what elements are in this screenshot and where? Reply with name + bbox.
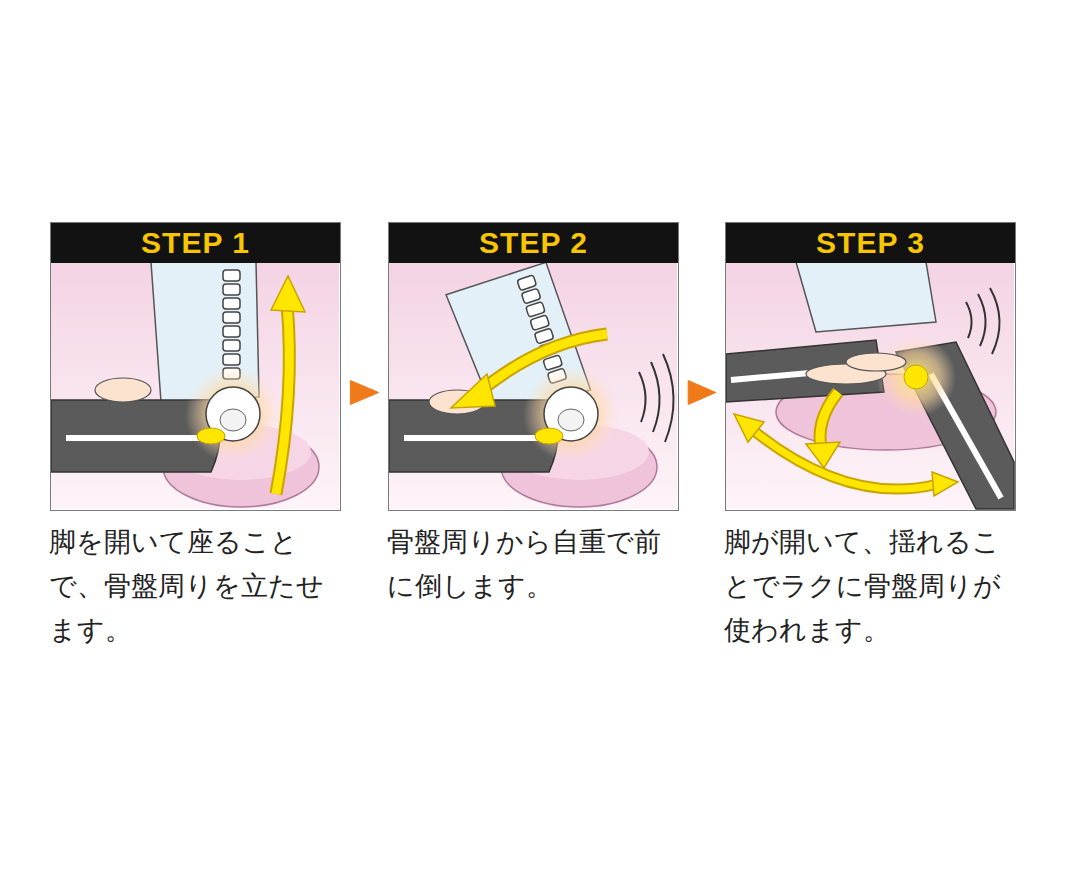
- step-caption: 骨盤周りから自重で前に倒します。: [387, 520, 683, 608]
- step3-illustration: [726, 262, 1014, 509]
- step-panel: STEP 3脚が開いて、揺れることでラクに骨盤周りが使われます。: [725, 222, 1016, 511]
- step-heading: STEP 3: [726, 223, 1015, 263]
- step-panel: STEP 2骨盤周りから自重で前に倒します。: [388, 222, 679, 511]
- step-panel: STEP 1脚を開いて座ることで、骨盤周りを立たせます。: [50, 222, 341, 511]
- step-arrow: [350, 381, 378, 405]
- step-heading: STEP 1: [51, 223, 340, 263]
- step1-illustration: [51, 262, 339, 509]
- step-caption: 脚を開いて座ることで、骨盤周りを立たせます。: [49, 520, 345, 652]
- step-heading: STEP 2: [389, 223, 678, 263]
- step2-illustration: [389, 261, 677, 509]
- step-caption: 脚が開いて、揺れることでラクに骨盤周りが使われます。: [724, 520, 1020, 652]
- step-arrow: [688, 381, 716, 405]
